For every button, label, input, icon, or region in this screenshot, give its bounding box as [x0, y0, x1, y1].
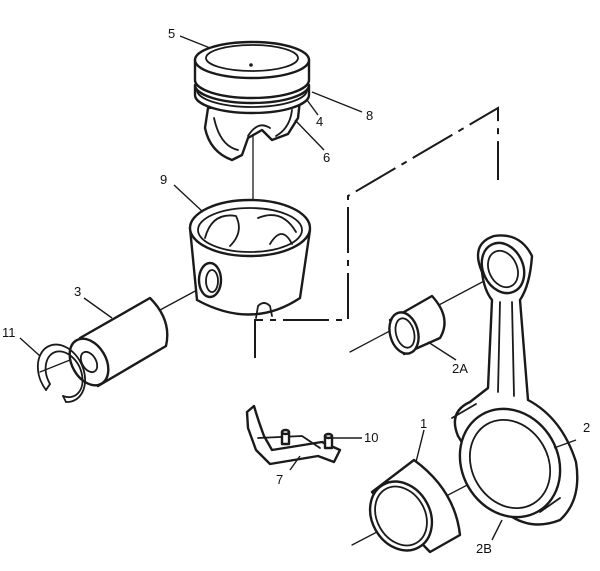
- callout-9: 9: [160, 172, 167, 187]
- callout-2: 2: [583, 420, 590, 435]
- piston-skirt-inner-rim: [197, 207, 303, 253]
- piston-skirt-relief-cutout: [255, 302, 273, 319]
- callout-7: 7: [276, 472, 283, 487]
- callout-5: 5: [168, 26, 175, 41]
- piston-crown-center-mark: [249, 63, 253, 67]
- callout-2A: 2A: [452, 361, 468, 376]
- piston-skirt-pin-bore-inner: [205, 269, 219, 293]
- leader-6: [294, 119, 325, 151]
- piston-pin-end: [68, 337, 110, 387]
- rod-bushing: [388, 294, 446, 356]
- callout-11: 11: [2, 325, 16, 340]
- piston-pin: [68, 296, 169, 388]
- rod-bearing-bore: [374, 485, 428, 547]
- callout-10: 10: [364, 430, 378, 445]
- leader-lines: [19, 35, 577, 541]
- connecting-rod-cap-split: [451, 403, 561, 513]
- callout-labels: 5 8 4 6 9 3 11 2A 1 2 2B 10 7: [2, 26, 590, 556]
- callout-2B: 2B: [476, 541, 492, 556]
- oil-tube-assembly: [245, 404, 342, 466]
- piston-skirt-top: [188, 198, 312, 258]
- piston-crown-top-bowl: [205, 44, 299, 72]
- piston-skirt-inner-bosses: [204, 214, 297, 247]
- callout-8: 8: [366, 108, 373, 123]
- callout-1: 1: [420, 416, 427, 431]
- piston-crown: [193, 40, 311, 162]
- connecting-rod-big-end-bore: [468, 418, 552, 510]
- connecting-rod-i-beam: [497, 301, 515, 397]
- leader-11: [19, 337, 41, 357]
- rod-bushing-bore: [394, 317, 416, 349]
- retainer-ring-outer: [36, 343, 86, 403]
- connecting-rod-small-end-bore: [487, 249, 519, 289]
- connecting-rod-small-end: [480, 241, 526, 295]
- rod-bearing-face: [368, 480, 434, 552]
- connecting-rod: [451, 234, 579, 526]
- leader-7: [289, 455, 301, 471]
- callout-6: 6: [323, 150, 330, 165]
- leader-1: [415, 429, 425, 463]
- piston-ring-upper: [194, 79, 310, 99]
- oil-tube-stud-left-cap: [280, 428, 291, 436]
- piston-ring-groove: [196, 89, 308, 108]
- leader-2B: [491, 519, 503, 541]
- piston-ring-lower: [193, 83, 311, 115]
- rod-bearing: [368, 458, 462, 554]
- piston-skirt: [188, 198, 312, 319]
- leader-4: [306, 99, 319, 116]
- callout-4: 4: [316, 114, 323, 129]
- leader-3: [83, 297, 113, 319]
- piston-crown-top: [193, 40, 311, 80]
- callout-3: 3: [74, 284, 81, 299]
- retainer-ring-inner: [44, 350, 84, 399]
- oil-tube-stud-right-cap: [323, 432, 334, 440]
- retainer-ring: [36, 343, 86, 403]
- leader-9: [173, 184, 204, 213]
- oil-tube-bracket: [245, 404, 342, 466]
- oil-tube-bracket-detail: [257, 435, 321, 449]
- assembly-line-piston-to-rod: [254, 106, 499, 358]
- piston-crown-boss-detail: [213, 109, 293, 151]
- leader-2: [553, 439, 577, 449]
- leader-5: [179, 35, 211, 49]
- retainer-ring-ends: [45, 383, 67, 403]
- leader-2A: [427, 341, 457, 361]
- leader-8: [311, 91, 363, 113]
- connecting-rod-big-end: [458, 407, 562, 519]
